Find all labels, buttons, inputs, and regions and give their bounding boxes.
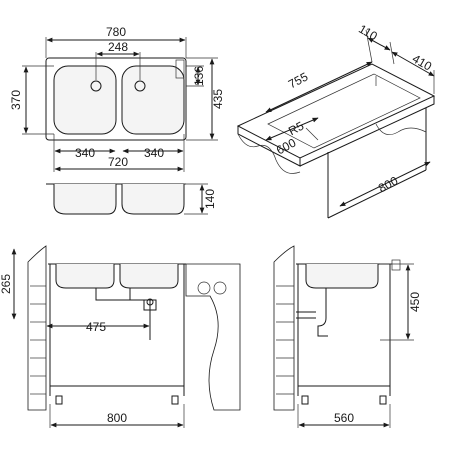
right-basin bbox=[121, 65, 185, 135]
dim-drain-spacing: 248 bbox=[108, 40, 128, 54]
right-drain-icon bbox=[134, 80, 146, 92]
dim-width-total: 780 bbox=[106, 25, 126, 39]
side-install-view: 450 560 bbox=[273, 245, 422, 428]
side-bowl bbox=[305, 264, 379, 289]
dim-drain-offset: 475 bbox=[86, 320, 106, 334]
front-right-bowl bbox=[119, 264, 179, 289]
front-left-bowl bbox=[55, 264, 115, 289]
dim-cabinet-length: 800 bbox=[376, 173, 401, 195]
dim-bowl-depth: 140 bbox=[203, 189, 217, 209]
section-view: 140 bbox=[46, 183, 217, 215]
section-left-bowl bbox=[53, 184, 117, 215]
dim-basin-left: 340 bbox=[75, 146, 95, 160]
drain-pipe bbox=[95, 288, 151, 340]
dim-cabinet-depth: 560 bbox=[334, 411, 354, 425]
tap-ledge bbox=[175, 59, 185, 79]
front-install-view: 265 475 800 bbox=[0, 245, 241, 428]
dim-rear-offset: 136 bbox=[192, 66, 206, 86]
dim-side-height: 450 bbox=[408, 292, 422, 312]
front-wall bbox=[27, 245, 47, 411]
dim-length: 755 bbox=[286, 69, 311, 91]
dim-basin-depth: 370 bbox=[9, 90, 23, 110]
dim-basin-right: 340 bbox=[144, 146, 164, 160]
iso-view: 110 410 755 R5 600 800 bbox=[236, 22, 436, 219]
dim-depth-total: 435 bbox=[211, 89, 225, 109]
sink-outline bbox=[45, 57, 187, 141]
front-side-panel bbox=[185, 263, 241, 411]
dim-width: 410 bbox=[410, 51, 435, 73]
dim-cabinet-width: 800 bbox=[107, 411, 127, 425]
top-view: 780 248 370 435 136 340 340 720 bbox=[9, 25, 225, 172]
left-basin bbox=[53, 65, 117, 135]
section-right-bowl bbox=[121, 184, 185, 215]
dim-basins-total: 720 bbox=[108, 155, 128, 169]
dim-ledge-depth: 110 bbox=[356, 22, 380, 44]
dim-top-offset: 265 bbox=[0, 274, 13, 294]
side-wall bbox=[273, 245, 295, 411]
side-drain-pipe bbox=[317, 288, 328, 337]
left-drain-icon bbox=[90, 80, 102, 92]
